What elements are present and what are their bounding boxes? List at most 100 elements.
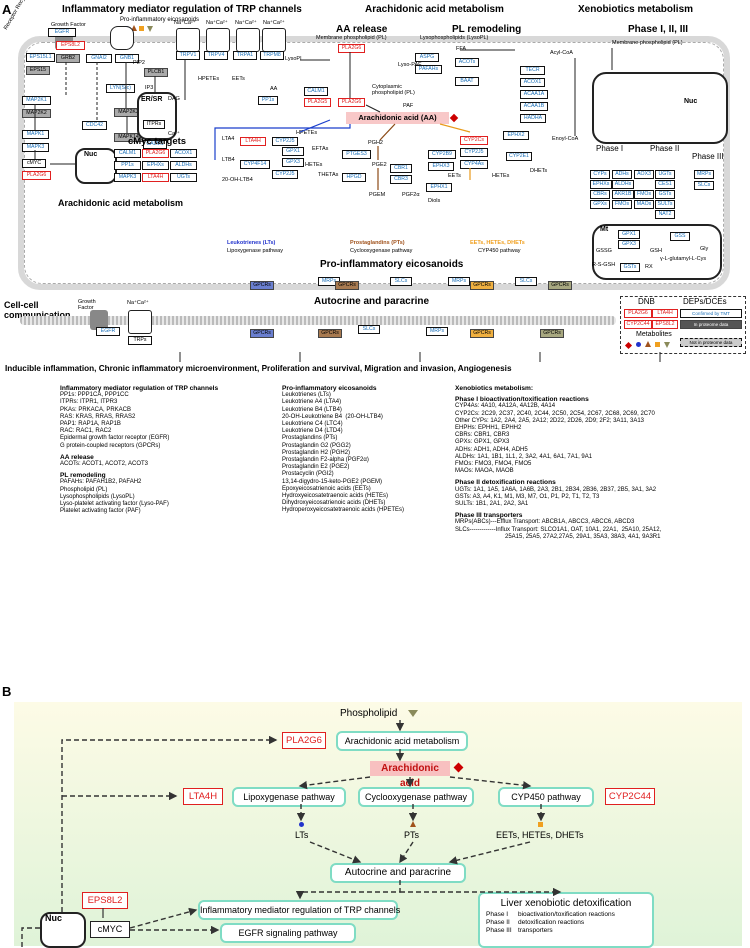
pgh2-label: PGH2	[368, 140, 383, 146]
list-item: G protein-coupled receptors (GPCRs)	[60, 442, 161, 449]
pts-label: Prostaglandins (PTs)	[350, 240, 405, 246]
trps-ion-label: Na⁺Ca²⁺	[127, 300, 149, 306]
gpcrs-box-6: GPCRs	[318, 329, 342, 338]
gpcr-receptor-icon	[110, 26, 134, 50]
phase1-label: Phase I	[596, 144, 624, 153]
aspg-box: ASPG	[415, 53, 439, 62]
cm-mapk3-box: MAPK3	[114, 173, 141, 182]
cyp2j5c-box: CYP2J5	[460, 148, 488, 157]
list-item: MAOs: MAOA, MAOB	[455, 468, 514, 475]
b-phase2-label: Phase II	[486, 919, 510, 926]
trps-box: TRPs	[128, 336, 152, 345]
gpxs-box: GPXs	[590, 200, 610, 209]
list-item: Leukotriene B4 (LTB4)	[282, 406, 342, 413]
b-lts-label: LTs	[295, 830, 309, 840]
list-item: Prostaglandins (PTs)	[282, 435, 338, 442]
slcs-box: SLCs	[694, 181, 714, 190]
cell-membrane	[18, 36, 730, 290]
pro-eic-legend-label: Pro-inflammatory eicosanoids	[120, 17, 200, 23]
diols-label: Diols	[428, 198, 441, 204]
er-sr-label: ER/SR	[141, 96, 163, 103]
gpcrs-box-1: GPCRs	[250, 281, 274, 290]
mitochondrion	[592, 224, 722, 280]
mrps-m2-box: MRPs	[448, 277, 470, 286]
map2k2-box: MAP2K2	[22, 109, 51, 118]
b-nuc-label: Nuc	[45, 913, 63, 923]
sults-box: SULTs	[655, 200, 675, 209]
plcb1-box: PLCB1	[144, 68, 168, 77]
b-trp-box: Inflammatory mediator regulation of TRP …	[198, 900, 400, 920]
ugts-box: UGTs	[655, 170, 675, 179]
pgem-label: PGEM	[369, 192, 386, 198]
trpa1-box: TRPA1	[233, 51, 257, 60]
rx-label: RX	[645, 264, 653, 270]
b-phase2-row: Phase II detoxification reactions	[486, 919, 652, 927]
list-item: Prostaglandin F2-alpha (PGF2α)	[282, 457, 369, 464]
gsh-label: GSH	[650, 248, 662, 254]
gly-label: Gly	[700, 246, 709, 252]
aox3-box: AOX3	[634, 170, 654, 179]
thetas-label: THETAs	[318, 172, 339, 178]
list-item: PAFAHs: PAFAH1B2, PAFAH2	[60, 479, 142, 486]
phospholipid-icon	[408, 710, 418, 717]
trpv4-channel-icon	[206, 28, 230, 52]
bottom-banner: Inducible inflammation, Chronic inflamma…	[5, 364, 512, 373]
legend-pt-icon	[645, 341, 651, 347]
b-phase2-desc: detoxification reactions	[518, 919, 585, 926]
panel-b-arrows	[21, 720, 562, 948]
lyn-box: LYN(Src)	[106, 84, 135, 93]
list-item: RAC: RAC1, RAC2	[60, 428, 112, 435]
rsg-label: R-S-GSH	[592, 262, 616, 268]
slcs-m-box: SLCs	[390, 277, 412, 286]
autocrine-title: Autocrine and paracrine	[314, 296, 430, 307]
legend-cyp2c44-box: CYP2C44	[624, 320, 652, 329]
lox-path-label: Lipoxygenase pathway	[227, 248, 283, 254]
eets-label: EETs	[448, 173, 461, 179]
b-lta4h-box: LTA4H	[183, 788, 223, 805]
list-col-1: Inflammatory mediator regulation of TRP …	[60, 385, 218, 515]
mrps-box: MRPs	[694, 170, 714, 179]
list-heading: Pro-inflammatory eicosanoids	[282, 385, 377, 392]
hpgd-box: HPGD	[342, 173, 366, 182]
list-item: Hydroxyeicosatetraenoic acids (HETEs)	[282, 493, 389, 500]
ffa-label: FFA	[456, 46, 467, 52]
list-item: PKAs: PRKACA, PRKACB	[60, 406, 132, 413]
list-item: ITPRs: ITPR1, ITPR3	[60, 399, 118, 406]
calm1b-box: CALM1	[304, 87, 328, 96]
acaa1a-box: ACAA1A	[520, 90, 548, 99]
membrane-pl2-label: Membrane phospholipid (PL)	[612, 40, 683, 46]
section-pl-remodeling-title: PL remodeling	[452, 24, 522, 35]
efta-label: EFTAs	[312, 146, 329, 152]
section-aa-metabolism-title: Arachidonic acid metabolism	[365, 4, 504, 15]
b-lt-icon	[299, 822, 304, 827]
trps-channel-icon	[128, 310, 152, 334]
list-item: FMOs: FMO3, FMO4, FMO5	[455, 461, 532, 468]
section-xeno-title: Xenobiotics metabolism	[578, 4, 694, 15]
phase-nucleus	[592, 72, 728, 144]
ptges3-box: PTGES3	[342, 150, 371, 159]
list-item: GPXs: GPX1, GPX3	[455, 439, 510, 446]
nucleus-compartment	[75, 148, 117, 184]
er-sr-compartment	[137, 92, 177, 140]
akr1b-box: AKR1B	[612, 190, 634, 199]
maos-box: MAOs	[634, 200, 654, 209]
list-item: PP1s: PPP1CA, PPP1CC	[60, 392, 129, 399]
list-item: Prostaglandin E2 (PGE2)	[282, 464, 350, 471]
paf-icon	[147, 26, 153, 32]
list-item: ALDHs: 1A1, 1B1, 1L1, 2, 3A2, 4A1, 6A1, …	[455, 453, 593, 460]
lyso-pl-label: Lysophospholipids (LysoPL)	[420, 35, 489, 41]
cm-pp1s-box: PP1s	[114, 161, 141, 170]
pla2g6-box: PLA2G6	[22, 171, 51, 180]
outer-membrane	[20, 316, 616, 325]
list-item: Hydroperoxyeicosatetraenoic acids (HPETE…	[282, 507, 405, 514]
nat2-box: NAT2	[655, 210, 675, 219]
list-item: CYP2Cs: 2C29, 2C37, 2C40, 2C44, 2C50, 2C…	[455, 410, 655, 417]
hadha-box: HADHA	[520, 114, 546, 123]
growth-factor-label: Growth Factor	[51, 22, 86, 28]
list-item: 25A15, 25A5, 27A2,27A5, 29A1, 35A3, 38A3…	[455, 533, 661, 540]
list-item: Platelet activating factor (PAF)	[60, 508, 141, 515]
ces1-box: CES1	[655, 180, 675, 189]
ip3-label: IP3	[145, 85, 154, 91]
gpcrs-box-2: GPCRs	[335, 281, 359, 290]
